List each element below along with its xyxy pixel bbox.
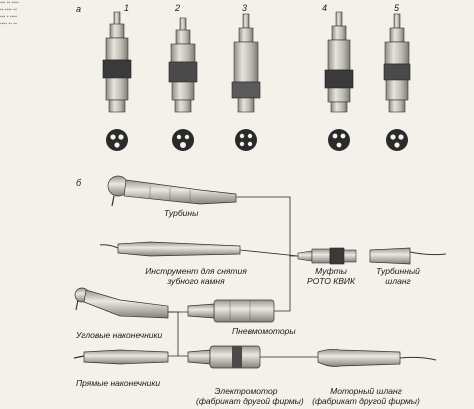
panel-a-letter: а (76, 4, 82, 14)
coupling-3 (231, 13, 261, 113)
label-turbine-hose-line1: Турбинный (376, 266, 420, 276)
label-electromotor-line2: (фабрикат другой фирмы) (196, 396, 304, 406)
coupling-number-4: 4 (322, 3, 328, 13)
turbine-handpiece (107, 175, 237, 207)
scaler-instrument (99, 241, 241, 257)
label-couplings-line1: Муфты (315, 266, 347, 276)
connector-lines (168, 196, 318, 358)
end-face-4 (328, 129, 350, 151)
coupling-1 (102, 11, 132, 113)
angle-handpiece (74, 287, 169, 319)
coupling-number-1: 1 (124, 3, 130, 13)
label-angle-handpieces: Угловые наконечники (76, 330, 163, 340)
coupling-number-5: 5 (394, 3, 400, 13)
coupling-number-3: 3 (242, 3, 248, 13)
label-turbine-hose-line2: шланг (385, 276, 411, 286)
label-electromotor-line1: Электромотор (214, 386, 278, 396)
end-face-2 (172, 129, 194, 151)
label-motor-hose: Моторный шланг (фабрикат другой фирмы) (312, 386, 420, 406)
label-motor-hose-line1: Моторный шланг (330, 386, 402, 396)
panel-b-letter: б (76, 178, 82, 188)
left-margin-text: ▪▪▪ ▪▪ ▪▪▪▪ ▪▪ ▪▪▪▪ ▪▪ ▪▪▪ ▪ ▪▪▪▪ ▪▪▪▪ ▪… (0, 0, 19, 27)
label-air-motors: Пневмомоторы (232, 326, 296, 336)
electromotor (187, 345, 261, 369)
label-couplings-line2: РОТО КВИК (306, 276, 356, 286)
label-straight-handpieces: Прямые наконечники (76, 378, 161, 388)
label-scaler-line1: Инструмент для снятия (145, 266, 247, 276)
coupling-2 (168, 17, 198, 113)
label-scaler: Инструмент для снятия зубного камня (136, 266, 256, 286)
end-face-3 (235, 129, 257, 151)
end-face-5 (386, 129, 408, 151)
label-motor-hose-line2: (фабрикат другой фирмы) (312, 396, 420, 406)
end-face-1 (106, 129, 128, 151)
air-motor (187, 299, 275, 323)
turbine-hose (369, 247, 447, 265)
roto-quick-coupling (297, 247, 357, 265)
label-turbines: Турбины (164, 208, 199, 218)
label-turbine-hose: Турбинный шланг (368, 266, 428, 286)
motor-hose (317, 348, 437, 367)
label-scaler-line2: зубного камня (167, 276, 225, 286)
coupling-number-2: 2 (175, 3, 181, 13)
label-couplings: Муфты РОТО КВИК (296, 266, 366, 286)
label-electromotor: Электромотор (фабрикат другой фирмы) (196, 386, 304, 406)
straight-handpiece (73, 349, 169, 365)
coupling-4 (324, 11, 354, 113)
coupling-5 (383, 13, 411, 113)
